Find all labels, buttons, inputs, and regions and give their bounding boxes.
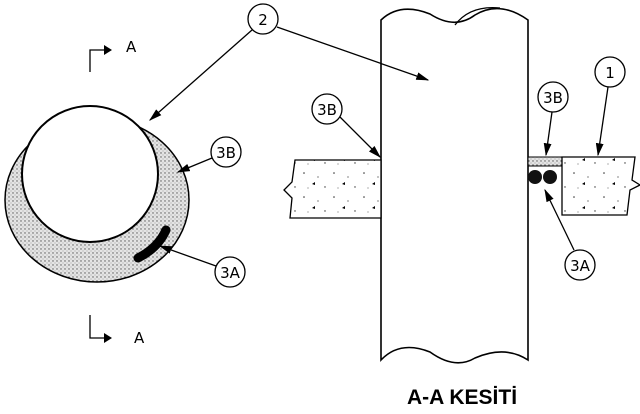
svg-text:3A: 3A: [570, 257, 591, 275]
plan-view: [4, 105, 190, 283]
svg-text:3A: 3A: [220, 264, 241, 282]
backer-rod-1: [528, 170, 542, 184]
callout-3b-section-left: 3B: [311, 93, 343, 125]
leader-lines: [149, 26, 609, 267]
callout-1: 1: [594, 56, 626, 88]
section-title: A-A KESİTİ: [407, 386, 517, 409]
pipe-circle: [21, 105, 159, 243]
callout-3b-section-right: 3B: [537, 81, 569, 113]
backer-rod-patch: [133, 225, 171, 263]
svg-text:3B: 3B: [216, 144, 236, 162]
slab-left: [283, 159, 382, 219]
slab-right: [561, 156, 640, 216]
callout-2: 2: [247, 3, 279, 35]
callout-3a-plan: 3A: [214, 256, 246, 288]
pipe-section: [380, 6, 529, 364]
section-label-top: A: [126, 38, 137, 56]
section-label-bottom: A: [134, 329, 145, 347]
section-mark-top: A: [89, 38, 137, 72]
svg-text:2: 2: [258, 11, 268, 29]
svg-text:3B: 3B: [543, 89, 563, 107]
sealant-3b: [527, 156, 563, 167]
section-mark-bottom: A: [89, 315, 145, 347]
backer-rod-2: [543, 170, 557, 184]
callout-3a-section: 3A: [564, 249, 596, 281]
svg-text:1: 1: [605, 64, 615, 82]
callout-3b-plan: 3B: [210, 136, 242, 168]
svg-text:3B: 3B: [317, 101, 337, 119]
